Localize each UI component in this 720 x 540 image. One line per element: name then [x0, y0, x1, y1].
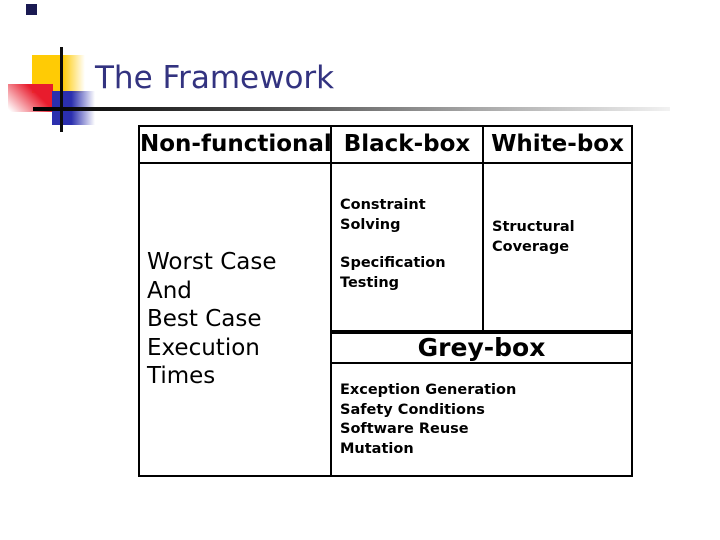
non-functional-line: Worst Case [147, 249, 277, 275]
non-functional-column: Non-functional Worst Case And Best Case … [140, 127, 332, 475]
black-box-item: Constraint Solving [340, 197, 426, 233]
grey-box-separator-line [332, 330, 631, 334]
grey-box-cell: Exception Generation Safety Conditions S… [332, 364, 631, 475]
grey-box-item: Safety Conditions [340, 401, 485, 418]
grey-box-item: Software Reuse [340, 421, 469, 437]
header-row: Black-box White-box [332, 127, 631, 164]
upper-body-row: Constraint Solving Specification Testing… [332, 164, 631, 330]
grey-box-item: Mutation [340, 440, 414, 457]
white-box-cell: Structural Coverage [484, 164, 631, 330]
grey-box-item: Exception Generation [340, 382, 517, 398]
testing-columns-region: Black-box White-box Constraint Solving S… [332, 127, 631, 475]
grey-box-header: Grey-box [332, 334, 631, 364]
logo-crosshair-vertical-line [60, 47, 63, 132]
non-functional-line: And [147, 277, 192, 304]
corner-square-icon [26, 4, 37, 15]
column-header-white-box: White-box [484, 127, 631, 164]
black-box-cell: Constraint Solving Specification Testing [332, 164, 484, 330]
framework-table: Non-functional Worst Case And Best Case … [138, 125, 633, 477]
title-underline-rule [33, 107, 670, 111]
non-functional-line: Execution [147, 334, 260, 361]
slide-title: The Framework [95, 60, 335, 96]
white-box-item: Structural Coverage [492, 219, 575, 255]
non-functional-cell: Worst Case And Best Case Execution Times [140, 164, 330, 391]
column-header-non-functional: Non-functional [140, 127, 332, 164]
non-functional-line: Best Case [147, 306, 262, 332]
non-functional-line: Times [147, 363, 216, 389]
black-box-item: Specification Testing [340, 255, 446, 291]
column-header-black-box: Black-box [332, 127, 484, 164]
